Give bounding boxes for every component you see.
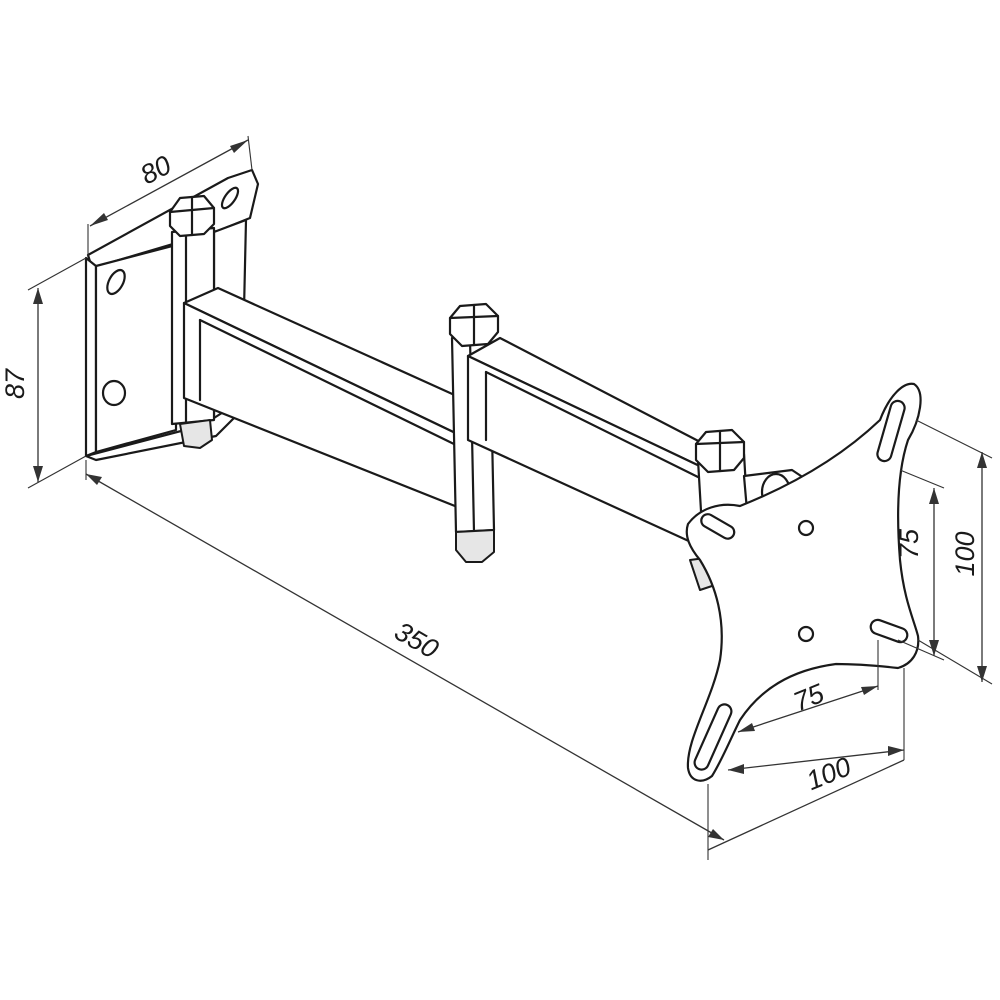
dimension-label-350: 350 bbox=[389, 616, 443, 665]
second-arm bbox=[466, 336, 710, 550]
dimension-label-75-horizontal: 75 bbox=[789, 678, 829, 717]
dimension-label-87: 87 bbox=[0, 368, 30, 399]
dimension-100-vertical: 100 bbox=[915, 419, 993, 685]
dimension-350: 350 bbox=[85, 460, 725, 860]
dimension-label-80: 80 bbox=[135, 150, 176, 191]
dimension-label-100-horizontal: 100 bbox=[802, 751, 855, 796]
dimension-label-100-vertical: 100 bbox=[950, 531, 980, 576]
dimension-75-vertical: 75 bbox=[894, 469, 945, 661]
first-arm bbox=[182, 286, 472, 514]
dimension-label-75-vertical: 75 bbox=[894, 528, 924, 559]
vesa-plate bbox=[685, 382, 922, 782]
dimension-87: 87 bbox=[0, 257, 87, 489]
